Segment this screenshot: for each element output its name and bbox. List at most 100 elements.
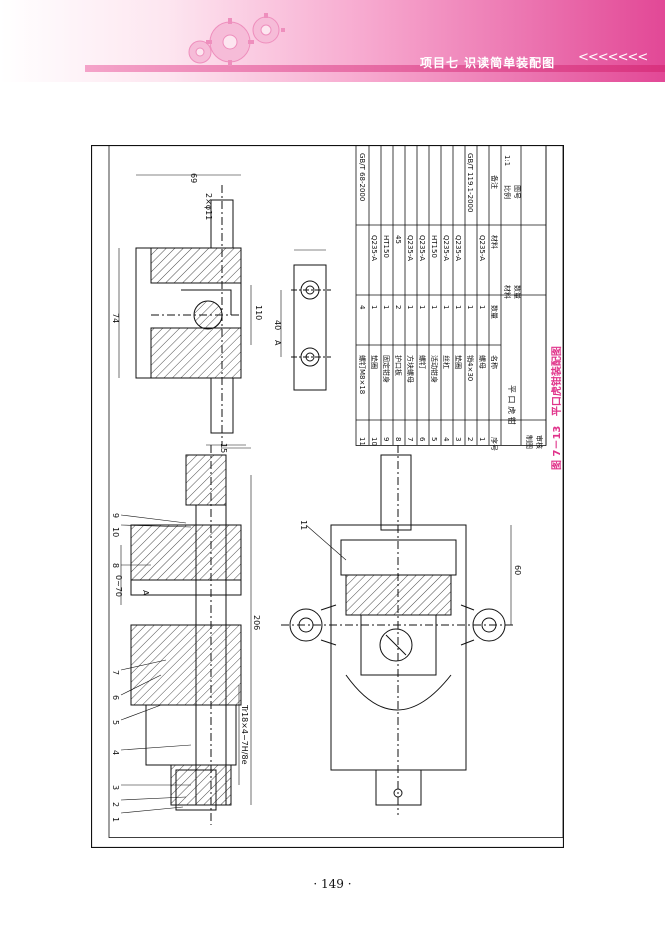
- row-no-6: 6: [418, 437, 426, 442]
- dim-40: 40: [273, 320, 282, 330]
- figure-caption: 图 7－13 平口虎钳装配图: [548, 290, 564, 470]
- row-mat-7: Q235-A: [406, 235, 414, 261]
- row-qty-5: 1: [430, 305, 438, 309]
- page-header: 项目七 识读简单装配图 <<<<<<<: [0, 0, 665, 82]
- side-view: [135, 185, 242, 445]
- row-mat-1: Q235-A: [478, 235, 486, 261]
- dim-0-70: 0~70: [114, 575, 123, 597]
- title-material: 材料: [503, 285, 512, 299]
- parts-list-text: 11 10 9 8 7 6 5 4 3 2 1 螺钉M8×18 垫圈 固定钳身 …: [358, 153, 544, 451]
- balloon-3: 3: [111, 785, 120, 790]
- dim-a2: A: [141, 590, 150, 596]
- section-title: 项目七 识读简单装配图: [420, 56, 556, 70]
- header-band: [85, 65, 665, 72]
- balloon-7: 7: [111, 670, 120, 675]
- dim-2phi11: 2×φ11: [204, 193, 213, 220]
- top-view: [281, 445, 516, 815]
- row-name-11: 螺钉M8×18: [358, 355, 367, 394]
- gears-decoration-icon: [188, 13, 285, 66]
- drawing-inner-border: [108, 145, 564, 838]
- row-mat-5: HT150: [430, 235, 438, 258]
- dim-15: 15: [219, 443, 228, 453]
- balloon-11: 11: [299, 520, 308, 530]
- row-name-4: 丝杠: [442, 355, 451, 369]
- hdr-no: 序号: [490, 437, 499, 451]
- page-number: · 149 ·: [313, 877, 352, 891]
- row-qty-8: 2: [394, 305, 402, 309]
- row-qty-10: 1: [370, 305, 378, 309]
- assembly-drawing: 69 2×φ11 74 110 40 A 15 206 0~70 A Tr18×…: [91, 145, 564, 848]
- dim-thread: Tr18×4−7H/8e: [240, 704, 249, 765]
- balloon-5: 5: [111, 720, 120, 725]
- row-mat-6: Q235-A: [418, 235, 426, 261]
- row-mat-10: Q235-A: [370, 235, 378, 261]
- row-mat-8: 45: [394, 235, 402, 244]
- row-no-1: 1: [478, 437, 486, 441]
- row-qty-7: 1: [406, 305, 414, 309]
- title-qty: 数量: [513, 285, 522, 299]
- row-no-8: 8: [394, 437, 402, 441]
- title-checked: 审核: [535, 435, 544, 449]
- title-scale-value: 1:1: [503, 155, 511, 166]
- row-no-7: 7: [406, 437, 414, 441]
- a-view: [291, 264, 331, 391]
- row-name-8: 护口板: [394, 355, 403, 376]
- dim-69: 69: [189, 173, 198, 183]
- balloon-8: 8: [111, 563, 120, 568]
- row-name-6: 螺钉: [418, 355, 427, 369]
- row-qty-11: 4: [358, 305, 366, 310]
- balloon-1: 1: [111, 817, 120, 822]
- row-no-5: 5: [430, 437, 438, 441]
- row-no-4: 4: [442, 437, 450, 442]
- hdr-name: 名称: [490, 355, 499, 369]
- hdr-material: 材料: [490, 235, 499, 249]
- dim-a: A: [273, 340, 282, 346]
- dim-206: 206: [252, 615, 261, 630]
- main-section-view: [130, 445, 242, 825]
- row-name-5: 活动钳身: [430, 355, 439, 383]
- row-name-7: 方块螺母: [406, 355, 415, 383]
- dim-74: 74: [111, 313, 120, 323]
- dimension-labels: 69 2×φ11 74 110 40 A 15 206 0~70 A Tr18×…: [111, 173, 522, 765]
- row-no-3: 3: [454, 437, 462, 441]
- balloon-9: 9: [111, 513, 120, 518]
- balloon-6: 6: [111, 695, 120, 700]
- row-name-1: 螺母: [478, 355, 487, 369]
- balloon-10: 10: [111, 527, 120, 537]
- row-qty-2: 1: [466, 305, 474, 309]
- hdr-qty: 数量: [490, 305, 499, 319]
- row-qty-4: 1: [442, 305, 450, 309]
- title-drawing-no: 图号: [513, 185, 521, 199]
- row-mat-4: Q235-A: [442, 235, 450, 261]
- row-qty-3: 1: [454, 305, 462, 309]
- dim-110: 110: [254, 305, 263, 320]
- balloon-2: 2: [111, 802, 120, 807]
- row-name-2: 销4×30: [466, 355, 475, 381]
- dim-60: 60: [513, 565, 522, 575]
- row-no-10: 10: [370, 437, 378, 446]
- row-qty-6: 1: [418, 305, 426, 309]
- parts-list-table: [355, 145, 547, 446]
- part-balloons: 1 2 3 4 5 6 7 8 9 10 11: [111, 513, 308, 822]
- row-no-2: 2: [466, 437, 474, 441]
- row-mat-9: HT150: [382, 235, 390, 258]
- title-drawn: 制图: [525, 435, 534, 449]
- row-no-9: 9: [382, 437, 390, 441]
- chevrons-icon: <<<<<<<: [578, 50, 648, 65]
- row-name-10: 垫圈: [370, 355, 379, 369]
- row-note-11: GB/T 68-2000: [358, 153, 366, 201]
- row-name-9: 固定钳身: [382, 355, 391, 383]
- title-name: 平 口 虎 钳: [507, 385, 517, 425]
- row-qty-9: 1: [382, 305, 390, 309]
- row-mat-3: Q235-A: [454, 235, 462, 261]
- figure-number: 图 7－13: [552, 425, 563, 470]
- row-note-2: GB/T 119.1-2000: [466, 153, 474, 212]
- balloon-4: 4: [111, 750, 120, 755]
- title-scale-label: 比例: [503, 185, 512, 199]
- leader-lines: [120, 514, 347, 814]
- figure-title: 平口虎钳装配图: [552, 346, 563, 417]
- row-no-11: 11: [358, 437, 366, 446]
- row-name-3: 垫圈: [454, 355, 463, 369]
- row-qty-1: 1: [478, 305, 486, 309]
- hdr-note: 备注: [490, 175, 499, 189]
